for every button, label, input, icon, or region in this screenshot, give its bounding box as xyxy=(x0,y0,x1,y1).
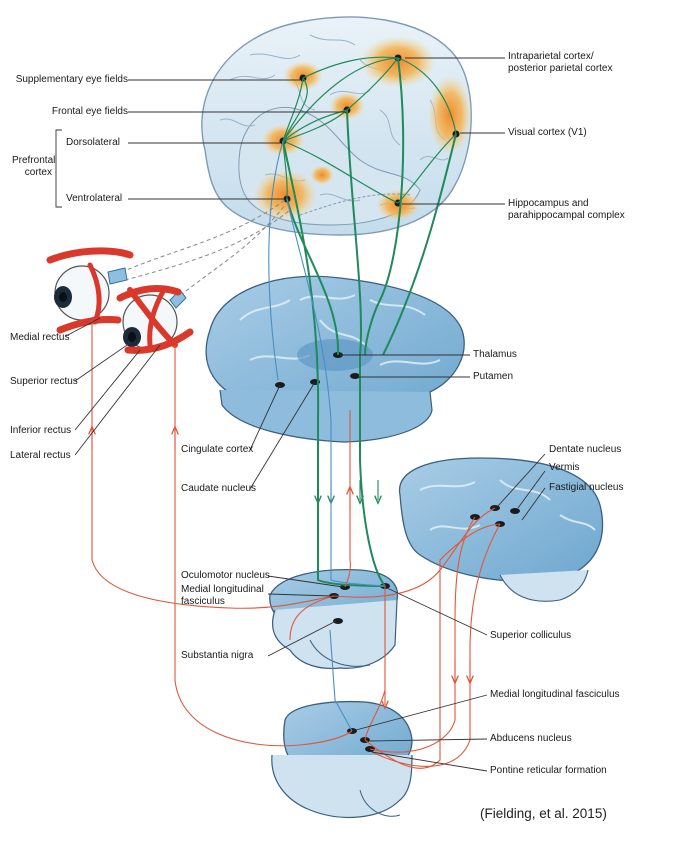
leader-lines xyxy=(55,57,546,772)
eye-cortex-connections xyxy=(114,199,291,301)
label-oculomotor-nucleus: Oculomotor nucleus xyxy=(181,570,270,581)
label-intraparietal: Intraparietal cortex/ posterior parietal… xyxy=(508,51,613,75)
label-caudate-nucleus: Caudate nucleus xyxy=(181,483,257,494)
midbrain xyxy=(269,569,399,670)
citation: (Fielding, et al. 2015) xyxy=(480,806,607,821)
label-prefrontal-line2: cortex xyxy=(24,167,52,178)
label-frontal-eye-fields: Frontal eye fields xyxy=(51,106,128,117)
label-mlf-pons: Medial longitudinal fasciculus xyxy=(490,689,620,700)
label-mlf-midbrain: Medial longitudinal fasciculus xyxy=(181,584,264,608)
label-thalamus: Thalamus xyxy=(473,349,517,360)
forebrain-slice xyxy=(205,275,465,443)
label-pontine-reticular-formation: Pontine reticular formation xyxy=(490,765,607,776)
label-visual-cortex: Visual cortex (V1) xyxy=(508,127,587,138)
label-superior-colliculus: Superior colliculus xyxy=(490,630,572,641)
label-dentate-nucleus: Dentate nucleus xyxy=(549,444,622,455)
label-vermis: Vermis xyxy=(549,462,580,473)
label-lateral-rectus: Lateral rectus xyxy=(10,450,71,461)
label-mlf-midbrain-line2: fasciculus xyxy=(181,596,225,607)
label-fastigial-nucleus: Fastigial nucleus xyxy=(549,482,624,493)
label-intraparietal-line2: posterior parietal cortex xyxy=(508,63,613,74)
cerebral-cortex xyxy=(201,16,472,236)
label-prefrontal-cortex: Prefrontal cortex xyxy=(12,155,56,179)
label-ventrolateral: Ventrolateral xyxy=(66,193,123,204)
label-inferior-rectus: Inferior rectus xyxy=(10,425,72,436)
label-hippocampus-line1: Hippocampus and xyxy=(508,198,589,209)
descending-blue-pathways xyxy=(268,140,386,732)
left-eye xyxy=(46,247,134,334)
ventrolateral-region xyxy=(253,169,317,221)
label-supplementary-eye-fields: Supplementary eye fields xyxy=(15,74,128,85)
label-substantia-nigra: Substantia nigra xyxy=(181,650,254,661)
cortical-connections xyxy=(282,56,457,204)
fastigial-node xyxy=(510,508,520,514)
label-mlf-midbrain-line1: Medial longitudinal xyxy=(181,584,264,595)
pons xyxy=(271,700,413,818)
label-hippocampus: Hippocampus and parahippocampal complex xyxy=(508,198,625,222)
label-putamen: Putamen xyxy=(473,371,514,382)
right-eye xyxy=(116,285,194,354)
label-hippocampus-line2: parahippocampal complex xyxy=(508,210,625,221)
label-abducens-nucleus: Abducens nucleus xyxy=(490,733,572,744)
label-prefrontal-line1: Prefrontal xyxy=(12,155,56,166)
label-cingulate-cortex: Cingulate cortex xyxy=(181,444,254,455)
label-dorsolateral: Dorsolateral xyxy=(66,137,120,148)
label-medial-rectus: Medial rectus xyxy=(10,332,70,343)
label-intraparietal-line1: Intraparietal cortex/ xyxy=(508,51,594,62)
descending-green-pathways xyxy=(282,57,457,587)
substantia-nigra-node xyxy=(333,618,343,624)
label-superior-rectus: Superior rectus xyxy=(10,376,78,387)
putamen-node xyxy=(350,373,360,379)
visual-cortex-region xyxy=(428,75,472,155)
